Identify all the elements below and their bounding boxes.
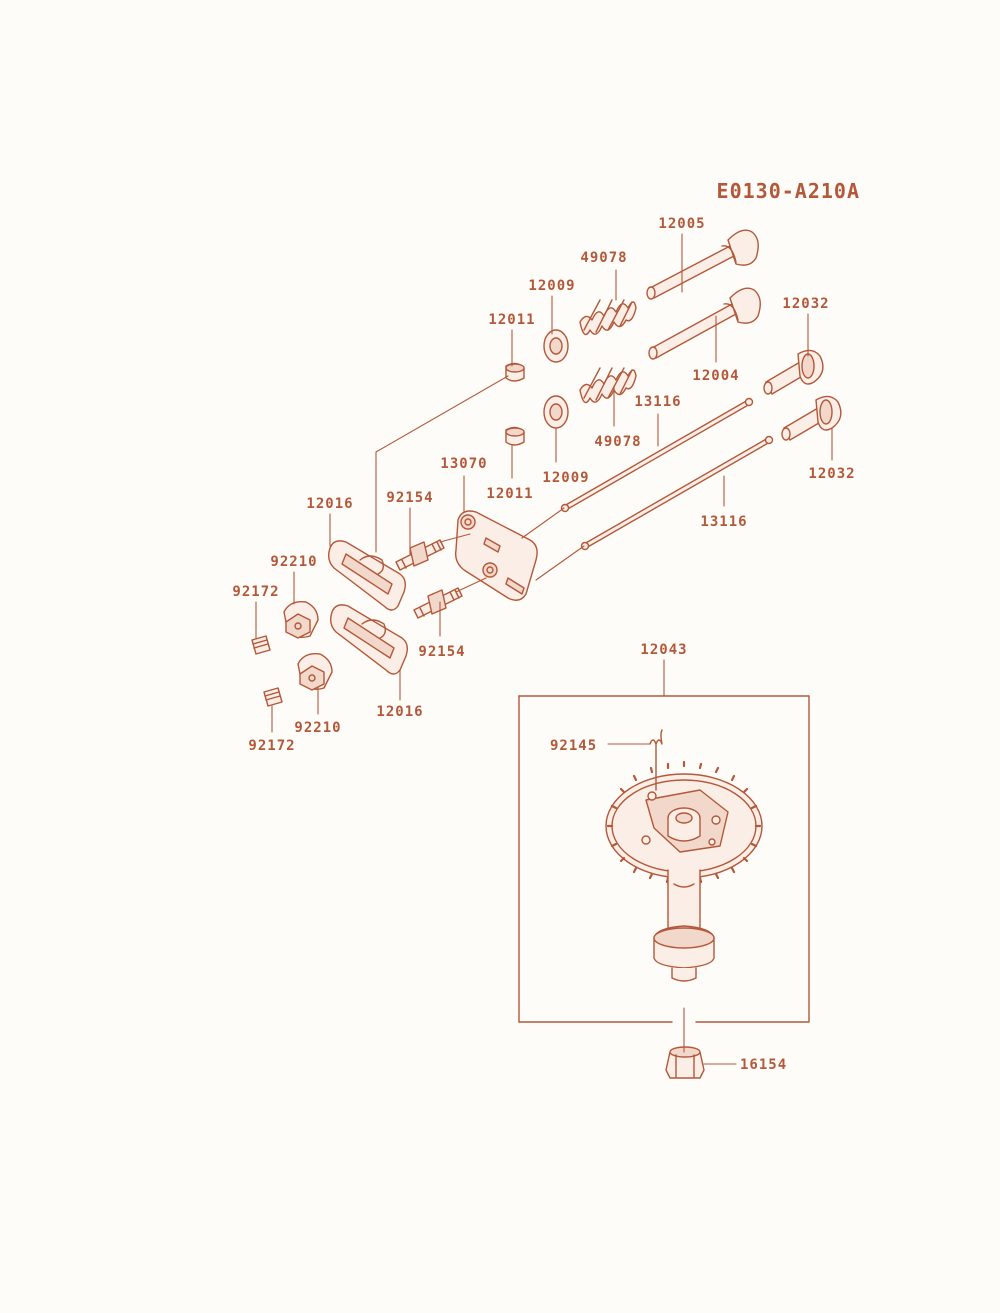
label-12005[interactable]: 12005 bbox=[658, 216, 705, 232]
label-12009-upper[interactable]: 12009 bbox=[528, 278, 575, 294]
label-12011-lower[interactable]: 12011 bbox=[486, 486, 533, 502]
label-12016-upper[interactable]: 12016 bbox=[306, 496, 353, 512]
spring-92145[interactable] bbox=[649, 729, 663, 791]
screw-92172-upper[interactable] bbox=[251, 635, 271, 655]
label-92210-upper[interactable]: 92210 bbox=[270, 554, 317, 570]
retainer-12009-upper[interactable] bbox=[543, 329, 569, 363]
label-12004[interactable]: 12004 bbox=[692, 368, 739, 384]
label-92172-lower[interactable]: 92172 bbox=[248, 738, 295, 754]
spring-49078-upper[interactable] bbox=[579, 299, 637, 336]
label-12009-lower[interactable]: 12009 bbox=[542, 470, 589, 486]
valve-12005[interactable] bbox=[646, 229, 759, 300]
label-16154[interactable]: 16154 bbox=[740, 1057, 787, 1073]
part-labels: 12005 49078 12009 12011 12032 12004 1311… bbox=[232, 216, 855, 1073]
rocker-arm-12016-lower[interactable] bbox=[329, 604, 409, 675]
label-92210-lower[interactable]: 92210 bbox=[294, 720, 341, 736]
tappet-12032-upper[interactable] bbox=[763, 349, 824, 395]
push-rod-13116-lower[interactable] bbox=[580, 435, 774, 551]
label-12011-upper[interactable]: 12011 bbox=[488, 312, 535, 328]
label-12032-upper[interactable]: 12032 bbox=[782, 296, 829, 312]
label-12016-lower[interactable]: 12016 bbox=[376, 704, 423, 720]
nut-92210-upper[interactable] bbox=[283, 601, 319, 639]
camshaft-assembly-12043[interactable] bbox=[518, 695, 810, 1023]
label-92172-upper[interactable]: 92172 bbox=[232, 584, 279, 600]
label-92154-lower[interactable]: 92154 bbox=[418, 644, 465, 660]
label-92154-upper[interactable]: 92154 bbox=[386, 490, 433, 506]
label-12032-lower[interactable]: 12032 bbox=[808, 466, 855, 482]
label-12043[interactable]: 12043 bbox=[640, 642, 687, 658]
collet-12011-upper[interactable] bbox=[505, 362, 525, 382]
push-rod-13116-upper[interactable] bbox=[560, 397, 754, 513]
guide-plate-13070[interactable] bbox=[454, 510, 538, 601]
spring-49078-lower[interactable] bbox=[579, 367, 637, 404]
label-13070[interactable]: 13070 bbox=[440, 456, 487, 472]
label-92145[interactable]: 92145 bbox=[550, 738, 597, 754]
label-49078-lower[interactable]: 49078 bbox=[594, 434, 641, 450]
rocker-arm-12016-upper[interactable] bbox=[327, 540, 407, 611]
retainer-12009-lower[interactable] bbox=[543, 395, 569, 429]
tappet-12032-lower[interactable] bbox=[781, 395, 842, 441]
nut-92210-lower[interactable] bbox=[297, 653, 333, 691]
stud-92154-lower[interactable] bbox=[413, 587, 463, 619]
label-49078-upper[interactable]: 49078 bbox=[580, 250, 627, 266]
screw-92172-lower[interactable] bbox=[263, 687, 283, 707]
stud-92154-upper[interactable] bbox=[395, 539, 445, 571]
valve-12004[interactable] bbox=[648, 287, 761, 360]
label-13116-upper[interactable]: 13116 bbox=[634, 394, 681, 410]
label-13116-lower[interactable]: 13116 bbox=[700, 514, 747, 530]
collet-12011-lower[interactable] bbox=[505, 426, 525, 446]
bushing-16154[interactable] bbox=[665, 1046, 705, 1079]
leader-lines bbox=[255, 233, 833, 1065]
diagram-code: E0130-A210A bbox=[717, 179, 860, 203]
